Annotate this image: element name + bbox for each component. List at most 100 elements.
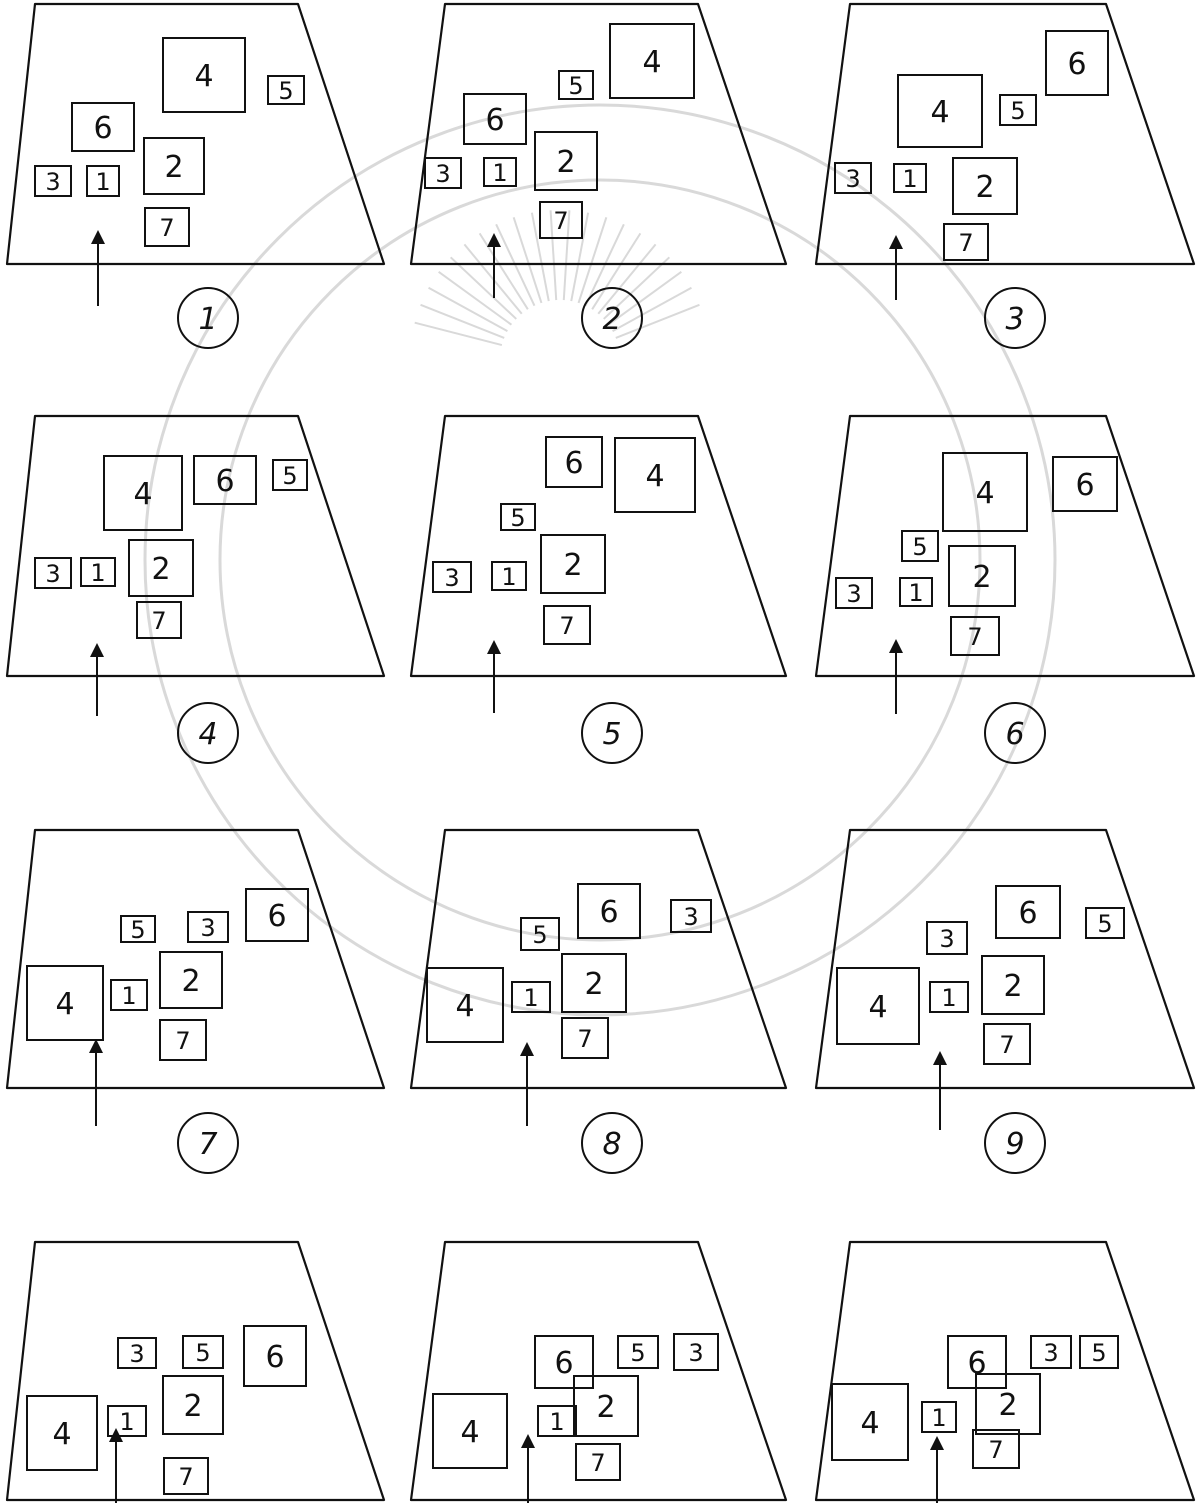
station-number: 5 bbox=[532, 921, 547, 949]
station-number: 3 bbox=[846, 580, 861, 608]
station-number: 5 bbox=[130, 916, 145, 944]
panel-number-label: 6 bbox=[1005, 717, 1024, 752]
station-number: 4 bbox=[194, 59, 213, 94]
panel-number-label: 9 bbox=[1005, 1127, 1024, 1162]
station-number: 3 bbox=[45, 168, 60, 196]
station-number: 7 bbox=[159, 214, 174, 242]
station-number: 2 bbox=[151, 552, 170, 587]
station-number: 1 bbox=[908, 579, 923, 607]
station-number: 4 bbox=[860, 1406, 879, 1441]
station-number: 7 bbox=[967, 623, 982, 651]
room-outline bbox=[411, 830, 786, 1088]
layout-panel: 4 6 5 3 1 2 7 4 bbox=[7, 416, 384, 763]
panel-number-label: 4 bbox=[198, 717, 217, 752]
station-number: 5 bbox=[1097, 910, 1112, 938]
station-number: 7 bbox=[175, 1027, 190, 1055]
station-number: 7 bbox=[577, 1025, 592, 1053]
station-number: 1 bbox=[941, 984, 956, 1012]
station-number: 1 bbox=[121, 982, 136, 1010]
station-number: 4 bbox=[975, 476, 994, 511]
panel-number-label: 3 bbox=[1005, 302, 1024, 337]
station-number: 7 bbox=[559, 612, 574, 640]
station-number: 6 bbox=[267, 899, 286, 934]
station-number: 6 bbox=[485, 103, 504, 138]
layout-panels: 4563127154631272645312734653127464531275… bbox=[7, 4, 1194, 1503]
station-number: 6 bbox=[1018, 896, 1037, 931]
panel-number-label: 1 bbox=[198, 302, 217, 337]
station-number: 2 bbox=[584, 967, 603, 1002]
arrowhead-icon bbox=[520, 1042, 534, 1056]
station-number: 4 bbox=[460, 1415, 479, 1450]
station-number: 1 bbox=[549, 1408, 564, 1436]
arrowhead-icon bbox=[889, 235, 903, 249]
station-number: 5 bbox=[912, 533, 927, 561]
station-number: 7 bbox=[151, 607, 166, 635]
station-number: 2 bbox=[975, 170, 994, 205]
station-number: 1 bbox=[523, 984, 538, 1012]
station-number: 5 bbox=[195, 1339, 210, 1367]
room-outline bbox=[411, 4, 786, 264]
station-number: 6 bbox=[93, 111, 112, 146]
station-number: 3 bbox=[1043, 1339, 1058, 1367]
station-number: 3 bbox=[444, 564, 459, 592]
watermark-ray bbox=[571, 213, 588, 301]
station-number: 3 bbox=[129, 1340, 144, 1368]
station-number: 7 bbox=[988, 1436, 1003, 1464]
station-number: 6 bbox=[599, 895, 618, 930]
station-number: 7 bbox=[958, 229, 973, 257]
station-number: 6 bbox=[564, 446, 583, 481]
station-number: 5 bbox=[1010, 97, 1025, 125]
station-number: 4 bbox=[642, 45, 661, 80]
station-number: 4 bbox=[133, 477, 152, 512]
panel-number-label: 2 bbox=[602, 302, 621, 337]
station-number: 1 bbox=[90, 559, 105, 587]
station-number: 4 bbox=[52, 1417, 71, 1452]
station-number: 4 bbox=[455, 989, 474, 1024]
station-number: 5 bbox=[510, 504, 525, 532]
station-number: 3 bbox=[845, 165, 860, 193]
layout-panel: 6354127 bbox=[816, 1242, 1194, 1503]
station-number: 6 bbox=[554, 1346, 573, 1381]
station-number: 3 bbox=[688, 1339, 703, 1367]
arrowhead-icon bbox=[90, 643, 104, 657]
station-number: 4 bbox=[645, 459, 664, 494]
layout-panel: 3564127 bbox=[7, 1242, 384, 1503]
station-number: 6 bbox=[215, 464, 234, 499]
station-number: 2 bbox=[998, 1388, 1017, 1423]
station-number: 2 bbox=[556, 145, 575, 180]
station-number: 1 bbox=[119, 1408, 134, 1436]
arrowhead-icon bbox=[889, 639, 903, 653]
station-number: 6 bbox=[1067, 47, 1086, 82]
station-number: 5 bbox=[568, 72, 583, 100]
station-number: 1 bbox=[95, 168, 110, 196]
layout-panel: 6 3 5 4 1 2 7 8 bbox=[411, 830, 786, 1173]
station-number: 6 bbox=[1075, 468, 1094, 503]
station-number: 2 bbox=[972, 560, 991, 595]
station-number: 6 bbox=[265, 1340, 284, 1375]
watermark-ray bbox=[415, 323, 502, 345]
station-number: 3 bbox=[45, 560, 60, 588]
station-number: 5 bbox=[278, 77, 293, 105]
station-number: 2 bbox=[596, 1390, 615, 1425]
station-number: 1 bbox=[492, 159, 507, 187]
station-number: 5 bbox=[1091, 1339, 1106, 1367]
station-number: 7 bbox=[590, 1449, 605, 1477]
panel-number-label: 8 bbox=[602, 1127, 621, 1162]
arrowhead-icon bbox=[89, 1039, 103, 1053]
room-outline bbox=[816, 4, 1194, 264]
station-number: 1 bbox=[931, 1404, 946, 1432]
station-number: 2 bbox=[164, 150, 183, 185]
station-number: 5 bbox=[630, 1339, 645, 1367]
room-outline bbox=[411, 416, 786, 676]
station-number: 2 bbox=[181, 964, 200, 999]
watermark-inner-ring bbox=[220, 180, 980, 940]
station-number: 7 bbox=[999, 1031, 1014, 1059]
station-number: 1 bbox=[902, 165, 917, 193]
station-number: 4 bbox=[930, 95, 949, 130]
station-number: 7 bbox=[178, 1463, 193, 1491]
station-number: 5 bbox=[282, 462, 297, 490]
room-outline bbox=[7, 1242, 384, 1500]
station-number: 3 bbox=[683, 903, 698, 931]
layout-panel: 64531275 bbox=[411, 416, 786, 763]
